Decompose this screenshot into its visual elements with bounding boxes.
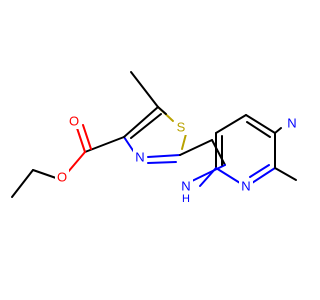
amine-hydrogen-label-bg bbox=[181, 191, 191, 207]
ester-oxygen-label-bg bbox=[55, 169, 69, 185]
bond-py5-py4 bbox=[215, 114, 247, 134]
bond-py2-n-double bbox=[249, 164, 270, 178]
amine-hydrogen-label: H bbox=[182, 193, 190, 205]
bond-c2-ch2 bbox=[179, 139, 213, 156]
bond-py4-py3-double bbox=[246, 121, 271, 138]
bond-s-c2 bbox=[181, 133, 187, 150]
bond-carbonyl-o-double bbox=[82, 124, 92, 150]
bonds bbox=[11, 71, 297, 198]
carbonyl-oxygen-label: O bbox=[69, 114, 79, 129]
bond-c2-n3 bbox=[147, 154, 181, 158]
bond-n-py6 bbox=[215, 167, 241, 184]
ester-oxygen-label: O bbox=[57, 170, 67, 185]
carbonyl-oxygen-label-bg bbox=[67, 113, 81, 129]
amine-nitrogen-label: N bbox=[181, 179, 190, 194]
bond-c5-s-b bbox=[157, 106, 167, 115]
bond-c4-c5 bbox=[123, 106, 159, 138]
bond-oester-ch2 bbox=[32, 169, 57, 179]
bond-n3-c4 bbox=[123, 136, 135, 153]
thiazole-nitrogen-label: N bbox=[135, 150, 144, 165]
sulfur-label: S bbox=[177, 120, 186, 135]
nitrile-nitrogen-label: N bbox=[287, 116, 296, 131]
amine-nitrogen-label-bg bbox=[179, 178, 193, 194]
sulfur-label-bg bbox=[174, 119, 188, 135]
bond-carbonyl-oester bbox=[67, 151, 86, 173]
bond-carbonyl-o bbox=[76, 127, 86, 153]
pyridine-nitrogen-label-bg bbox=[239, 178, 253, 194]
bond-linker-to-nh bbox=[191, 164, 226, 182]
bond-c2-n3-double bbox=[147, 161, 177, 164]
pyridine-nitrogen-label: N bbox=[241, 179, 250, 194]
bond-c5-methyl bbox=[130, 71, 159, 108]
bond-c4-c5-double bbox=[130, 113, 162, 139]
bond-ch2-ch3 bbox=[11, 169, 34, 198]
bond-py2-n bbox=[251, 167, 276, 184]
bond-py4-py3 bbox=[245, 114, 276, 134]
bond-ch2-ch2 bbox=[211, 139, 226, 166]
nitrile-nitrogen-label-bg bbox=[285, 115, 299, 131]
bond-py2-methyl bbox=[274, 167, 297, 181]
thiazole-nitrogen-label-bg bbox=[133, 149, 147, 165]
bond-c3-nitrile-c bbox=[274, 127, 282, 134]
bond-nh-py6 bbox=[199, 167, 217, 187]
